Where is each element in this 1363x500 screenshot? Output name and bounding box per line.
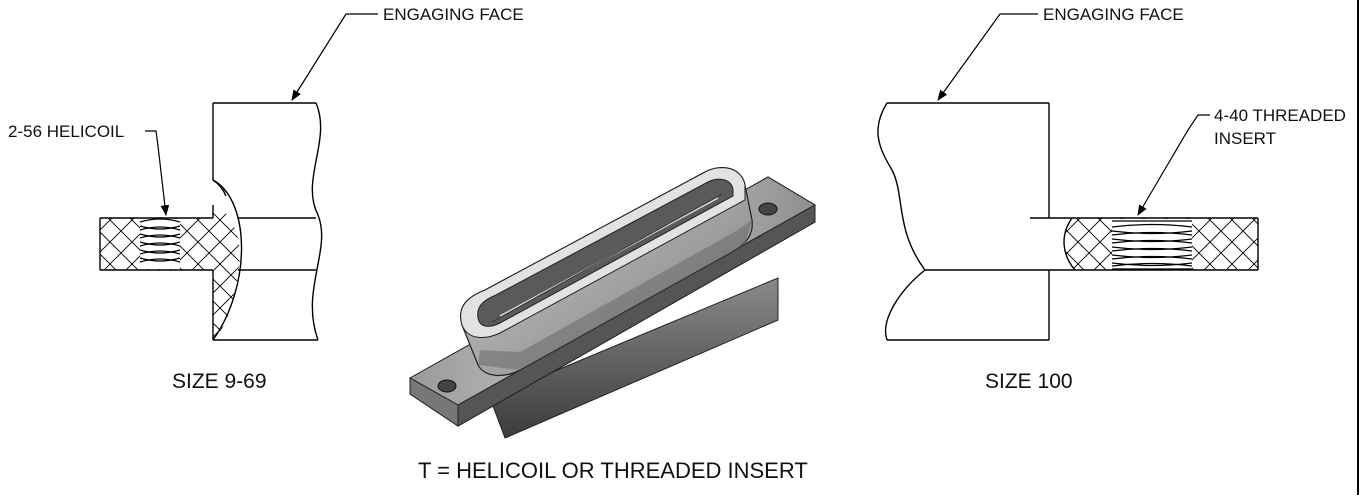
left-helicoil-leader	[145, 130, 170, 217]
left-break-line	[311, 102, 323, 341]
right-break-line	[877, 102, 926, 341]
right-face-leader	[937, 13, 1038, 101]
right-engaging-face-label: ENGAGING FACE	[1043, 5, 1184, 24]
left-lower-hatch	[213, 270, 238, 340]
right-insert-leader	[1137, 114, 1210, 216]
helicoil-symbol	[139, 218, 181, 269]
mounting-hole-left	[437, 379, 457, 393]
left-face-leader	[291, 13, 378, 101]
footer-note: T = HELICOIL OR THREADED INSERT	[418, 458, 808, 483]
connector-isometric	[408, 167, 816, 439]
left-helicoil-label: 2-56 HELICOIL	[8, 122, 124, 141]
left-caption: SIZE 9-69	[172, 370, 267, 393]
left-engaging-face-label: ENGAGING FACE	[383, 5, 524, 24]
right-caption: SIZE 100	[985, 370, 1073, 393]
right-insert-label-line1: 4-40 THREADED	[1214, 106, 1346, 125]
right-insert-label-line2: INSERT	[1214, 129, 1276, 148]
threaded-insert-symbol	[1111, 219, 1193, 270]
mounting-hole-right	[758, 202, 778, 216]
